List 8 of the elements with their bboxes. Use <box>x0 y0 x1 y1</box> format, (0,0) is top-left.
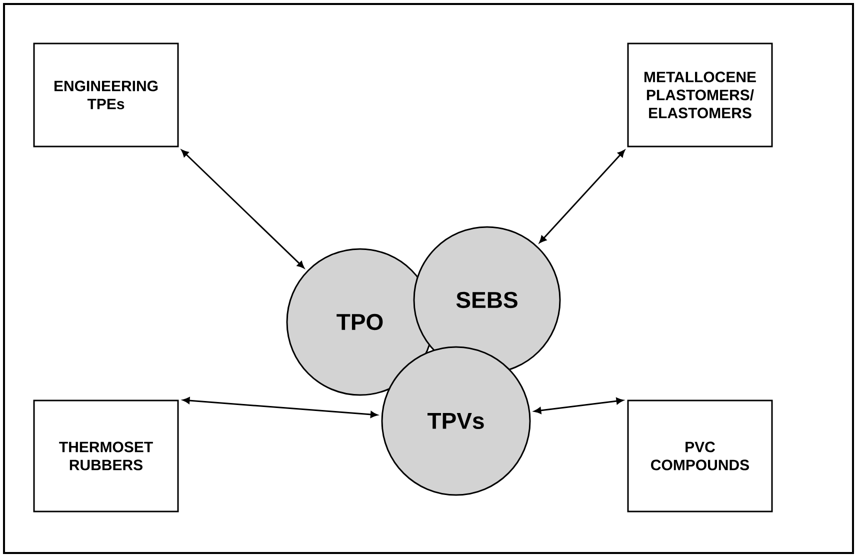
label-box: METALLOCENE PLASTOMERS/ ELASTOMERS <box>627 42 773 148</box>
arrow <box>534 398 624 414</box>
arrow <box>539 150 625 243</box>
arrow <box>181 150 304 268</box>
label-box: PVC COMPOUNDS <box>627 400 773 512</box>
arrow <box>182 397 378 418</box>
label-box: ENGINEERING TPEs <box>33 42 179 148</box>
label-box: THERMOSET RUBBERS <box>33 400 179 512</box>
